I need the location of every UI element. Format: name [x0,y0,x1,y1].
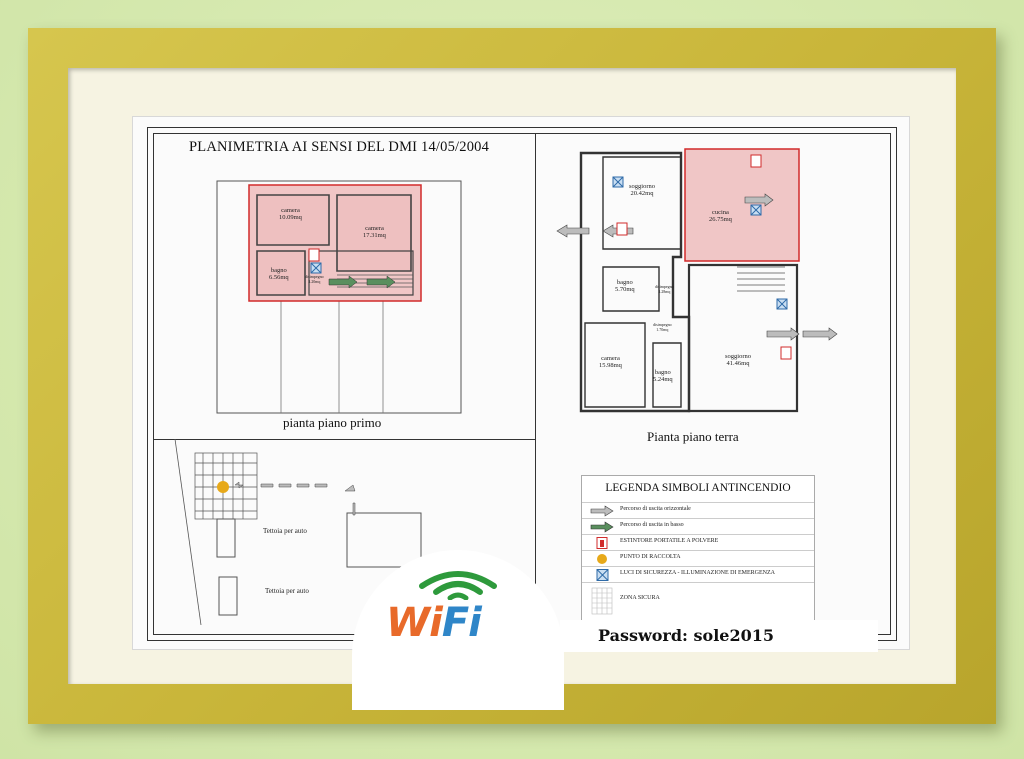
wifi-password-strip: Password: sole2015 [560,620,878,652]
room-label: bagno 5.70mq [615,279,635,294]
fire-safety-legend: LEGENDA SIMBOLI ANTINCENDIO Percorso di … [581,475,815,627]
room-name: camera [601,355,620,362]
extinguisher-icon [596,537,608,549]
room-label: camera 17.31mq [363,225,386,240]
room-name: soggiorno [629,183,655,190]
assembly-point-icon [597,554,607,564]
room-area: 17.31mq [363,232,386,240]
legend-label: LUCI DI SICUREZZA - ILLUMINAZIONE DI EME… [620,570,775,576]
room-area: 15.98mq [599,362,622,370]
room-area: 26.75mq [709,216,732,224]
room-area: 41.46mq [726,360,750,368]
legend-label: ESTINTORE PORTATILE A POLVERE [620,538,719,544]
legend-row: Percorso di uscita in basso [582,518,814,535]
room-area: 3.20mq [308,278,321,284]
extinguisher-icon [780,346,792,360]
plan-title: PLANIMETRIA AI SENSI DEL DMI 14/05/2004 [189,139,490,155]
grey-arrow-icon [590,505,614,517]
green-arrow-icon [590,521,614,533]
room-area: 5.70mq [615,286,635,294]
room-label: cucina 26.75mq [709,209,732,224]
wifi-logo: WiFi [386,600,482,646]
room-label: disimpegno 3.28mq [655,284,674,294]
room-name: disimpegno [653,322,672,327]
room-label: camera 10.09mq [279,207,302,222]
room-area: 1.70mq [656,326,669,332]
room-label: disimpegno 3.20mq [305,274,324,284]
first-floor-caption: pianta piano primo [283,415,382,430]
grey-arrow-icon [744,193,774,207]
wifi-logo-fi: Fi [441,600,482,646]
ground-floor-caption: Pianta piano terra [647,429,739,444]
legend-row: LUCI DI SICUREZZA - ILLUMINAZIONE DI EME… [582,566,814,583]
legend-row: ESTINTORE PORTATILE A POLVERE [582,534,814,551]
room-label: soggiorno 41.46mq [725,353,751,368]
room-area: 5.24mq [653,376,673,384]
room-name: disimpegno [305,274,324,279]
room-name: cucina [711,209,729,216]
room-name: bagno [616,279,633,286]
assembly-point-icon [217,481,229,493]
safe-zone-icon [591,587,613,615]
grey-arrow-icon [802,327,838,341]
room-name: bagno [654,369,671,376]
wifi-password: Password: sole2015 [598,626,774,645]
carport-label: Tettoia per auto [263,527,307,535]
room-area: 20.42mq [630,190,654,198]
sheet-horizontal-divider [153,439,535,440]
room-name: soggiorno [725,353,751,360]
sheet-vertical-divider [535,133,536,633]
grey-arrow-icon [766,327,800,341]
room-area: 6.56mq [269,274,289,282]
room-label: disimpegno 1.70mq [653,322,672,332]
room-label: bagno 5.24mq [653,369,673,384]
legend-label: Percorso di uscita in basso [620,522,684,528]
emergency-light-icon [596,569,609,581]
extinguisher-icon [308,248,320,262]
legend-label: ZONA SICURA [620,595,660,601]
room-name: disimpegno [655,284,674,289]
legend-title: LEGENDA SIMBOLI ANTINCENDIO [605,482,791,494]
evacuation-plan-sheet: PLANIMETRIA AI SENSI DEL DMI 14/05/2004 [132,116,910,650]
legend-label: PUNTO DI RACCOLTA [620,554,681,560]
room-label: soggiorno 20.42mq [629,183,655,198]
legend-row: PUNTO DI RACCOLTA [582,550,814,567]
ground-floor-kitchen [684,148,800,262]
legend-label: Percorso di uscita orizzontale [620,506,691,512]
grey-arrow-icon [556,224,590,238]
room-label: bagno 6.56mq [269,267,289,282]
extinguisher-icon [750,154,762,168]
legend-row: ZONA SICURA [582,582,814,619]
extinguisher-icon [616,222,628,236]
wifi-logo-wi: Wi [386,600,443,646]
green-arrow-icon [366,275,396,289]
room-area: 3.28mq [658,288,671,294]
wifi-card: WiFi [352,550,564,710]
legend-row: Percorso di uscita orizzontale [582,502,814,519]
room-name: bagno [270,267,287,274]
picture-frame: PLANIMETRIA AI SENSI DEL DMI 14/05/2004 [28,28,996,724]
room-area: 10.09mq [279,214,302,222]
carport-label: Tettoia per auto [265,587,309,595]
room-label: camera 15.98mq [599,355,622,370]
room-name: camera [365,225,384,232]
room-name: camera [281,207,300,214]
frame-mat: PLANIMETRIA AI SENSI DEL DMI 14/05/2004 [68,68,956,684]
wifi-signal-icon [419,571,497,600]
floor-plans-drawing [174,148,838,626]
green-arrow-icon [328,275,358,289]
